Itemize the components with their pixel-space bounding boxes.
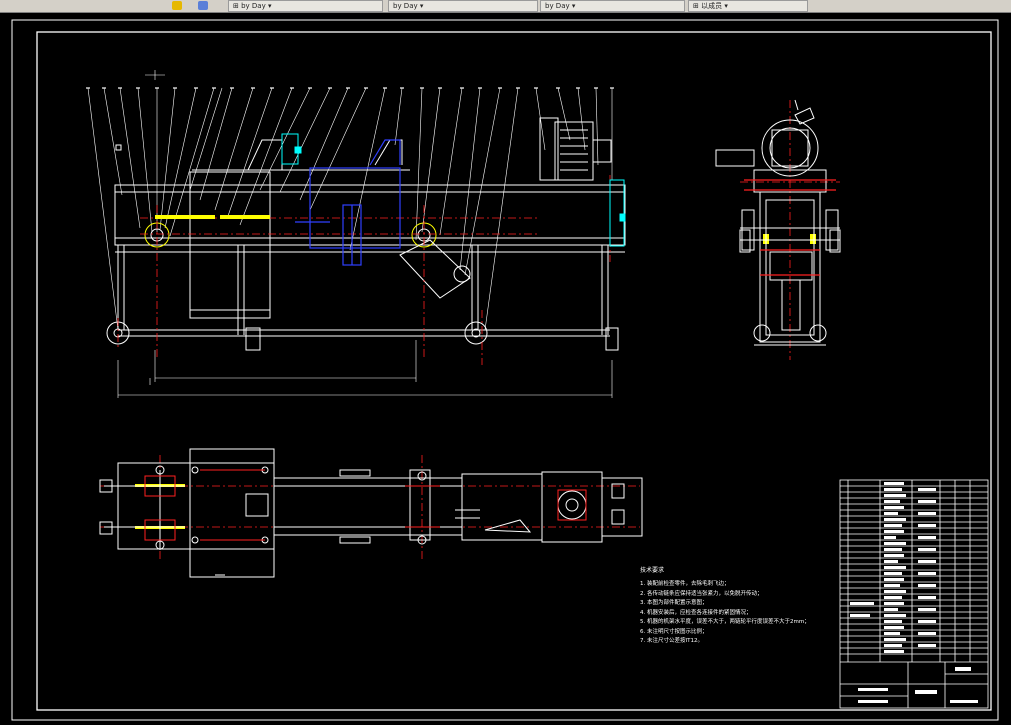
note-line: 7. 未注尺寸公差按IT12。 — [640, 638, 703, 644]
leader-lines — [87, 87, 613, 331]
drive-sprocket-plan — [557, 490, 587, 520]
tool-icon[interactable] — [172, 1, 182, 10]
drum — [761, 119, 819, 177]
cad-drawing-canvas[interactable] — [0, 13, 1011, 725]
side-view-red-details — [744, 179, 836, 276]
notes-title: 技术要求 — [640, 567, 665, 574]
parts-list-text — [850, 482, 978, 703]
blue-assembly — [295, 139, 401, 266]
toolbar-tab-4[interactable]: ⊞ 以成员 ▾ — [688, 0, 808, 12]
drawing-frame — [36, 31, 992, 711]
outer-border — [11, 19, 999, 721]
drive-motor — [554, 121, 594, 181]
wheel-right — [464, 321, 488, 345]
note-line: 2. 各传动链条应保持适当张紧力，以免脱开传动； — [640, 590, 763, 597]
title-block[interactable] — [839, 479, 989, 709]
plan-view-red-details — [144, 469, 587, 541]
hopper — [189, 171, 271, 319]
cyan-guards — [281, 133, 626, 247]
note-line: 1. 装配前检查零件，去除毛刺飞边； — [640, 581, 730, 587]
front-view[interactable] — [86, 70, 626, 398]
note-line: 5. 机器的机架水平度，误差不大于，两链轮平行度误差不大于2mm； — [640, 619, 810, 625]
note-line: 4. 机器安装后，应检查各连接件的紧固情况； — [640, 609, 752, 616]
side-view[interactable] — [715, 99, 841, 346]
layer-icon[interactable] — [198, 1, 208, 10]
note-line: 6. 未注明尺寸按图示比例； — [640, 628, 708, 635]
yellow-highlights — [135, 215, 816, 529]
toolbar-tab-3[interactable]: by Day ▾ — [540, 0, 685, 12]
toolbar-tab-1[interactable]: ⊞ by Day ▾ — [228, 0, 383, 12]
dimension-lines — [117, 70, 613, 398]
toolbar-tab-2[interactable]: by Day ▾ — [388, 0, 538, 12]
application-toolbar: ⊞ by Day ▾ by Day ▾ by Day ▾ ⊞ 以成员 ▾ — [0, 0, 1011, 13]
plan-view[interactable] — [99, 448, 643, 578]
note-line: 3. 本图为部件配置示意图； — [640, 600, 708, 606]
technical-notes: 技术要求 1. 装配前检查零件，去除毛刺飞边； 2. 各传动链条应保持适当张紧力… — [640, 565, 830, 647]
